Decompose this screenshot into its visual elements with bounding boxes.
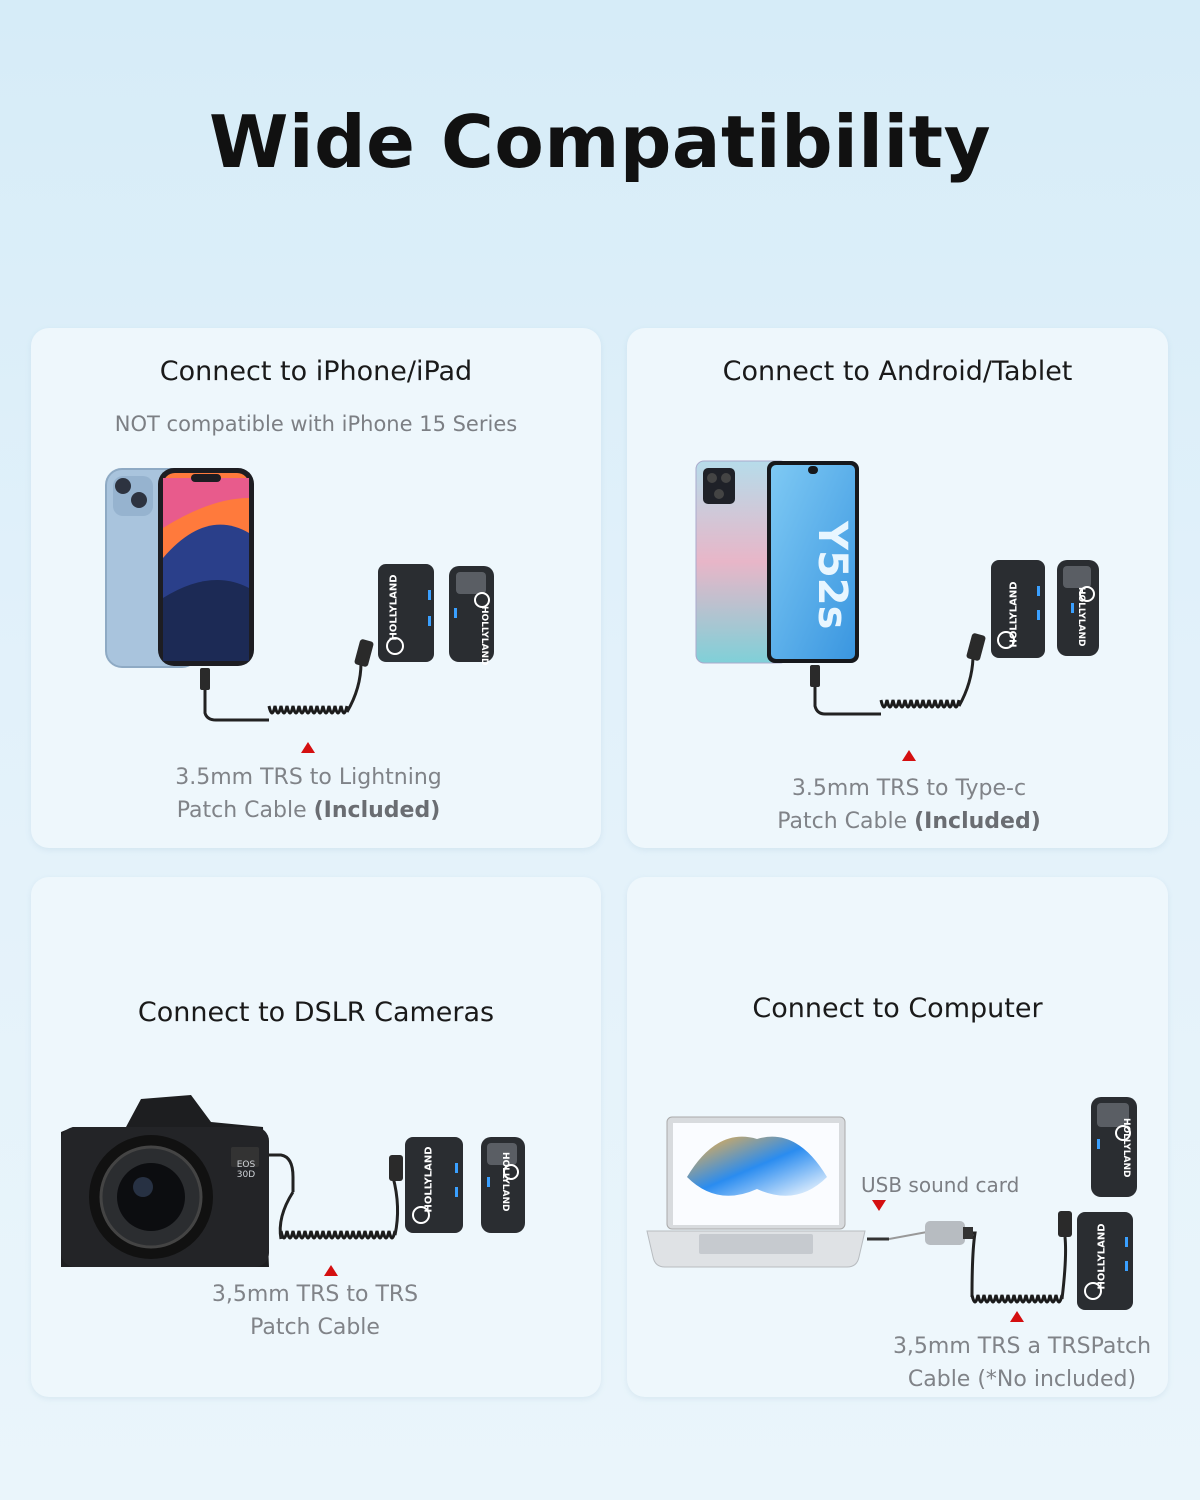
brand-label: HOLLYLAND [1121,1118,1131,1178]
cable-caption: 3.5mm TRS to Lightning Patch Cable (Incl… [175,765,442,823]
pointer-marker [301,742,315,753]
page-title: Wide Compatibility [208,100,991,184]
android-illustration [695,460,1099,716]
iphone-illustration [105,468,494,722]
cable-caption: 3,5mm TRS to TRS Patch Cable [211,1282,419,1340]
card-android: Connect to Android/Tablet Y5 [627,328,1168,848]
pointer-marker [902,750,916,761]
brand-label: HOLLYLAND [1076,587,1086,647]
brand-label: HOLLYLAND [1096,1223,1108,1290]
computer-illustration [646,1097,1137,1310]
pointer-marker [1010,1311,1024,1322]
brand-label: HOLLYLAND [1008,581,1020,648]
brand-label: HOLLYLAND [423,1146,435,1213]
brand-label: HOLLYLAND [479,606,489,666]
brand-label: HOLLYLAND [500,1152,510,1212]
usb-sound-card-label: USB sound card [861,1173,1020,1197]
card-title: Connect to iPhone/iPad [159,356,473,387]
card-title: Connect to DSLR Cameras [137,997,495,1028]
brand-label: HOLLYLAND [388,574,400,641]
card-title: Connect to Computer [752,993,1043,1024]
cable-caption: 3,5mm TRS a TRSPatch Cable (*No included… [892,1334,1152,1392]
card-iphone: Connect to iPhone/iPad NOT compatible wi… [31,328,601,848]
phone-screen-text: Y52s [809,521,855,630]
card-dslr: Connect to DSLR Cameras EOS 30D HOLLYLAN… [31,877,601,1397]
dslr-illustration [61,1095,525,1267]
card-pc: Connect to Computer USB sound card HOLL [627,877,1168,1397]
card-subtitle: NOT compatible with iPhone 15 Series [114,412,518,436]
camera-model: EOS 30D [236,1160,256,1180]
pointer-marker [324,1265,338,1276]
cable-caption: 3.5mm TRS to Type-c Patch Cable (Include… [777,776,1041,834]
card-title: Connect to Android/Tablet [722,356,1073,387]
pointer-marker [872,1200,886,1211]
